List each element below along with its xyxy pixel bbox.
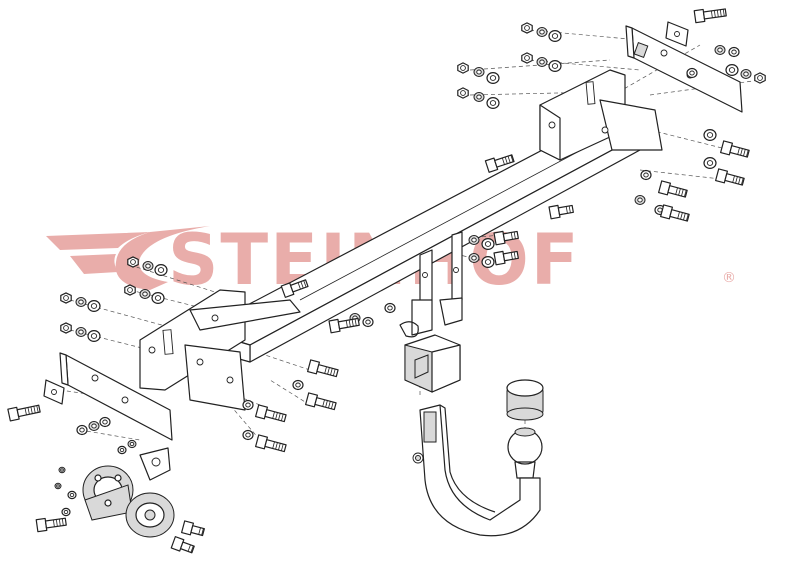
center-hanger-brackets [399,231,463,338]
socket-holder-bracket [139,447,171,481]
washer-hole [142,291,148,297]
hex-bolt [328,317,360,334]
washer-hole [157,267,165,273]
hex-bolt [484,154,515,173]
washer-hole [731,49,737,55]
hex-bolt [35,517,67,533]
washer-hole [145,263,151,269]
hex-nut-bore [524,25,530,31]
washer-hole [539,59,545,65]
hex-bolt [255,434,287,453]
left-square-washer [43,379,65,405]
hex-bolt [307,359,339,378]
hex-bolt [693,8,727,24]
hex-bolt [7,404,41,422]
washer-hole [90,333,98,339]
left-inner-plate [184,344,246,411]
detachable-receiver-housing [404,334,461,393]
watermark-registered-mark: ® [722,270,736,286]
hex-bolt [715,168,745,186]
hex-bolt [720,140,750,158]
fasteners-group [7,8,766,554]
washer-hole [90,303,98,309]
washer-hole [60,468,64,472]
right-side-bracket [539,69,663,161]
washer-hole [728,67,736,73]
hex-bolt [493,250,519,266]
hex-bolt [255,404,287,423]
tow-ball-neck [412,404,541,537]
washer-hole [743,71,749,77]
washer-hole [489,100,497,106]
hex-bolt [280,279,309,298]
washer-hole [717,47,723,53]
hex-nut-bore [460,90,466,96]
washer-hole [295,382,301,388]
hex-bolt [493,230,519,246]
washer-hole [706,160,714,166]
washer-hole [706,132,714,138]
hex-nut-bore [63,295,69,301]
washer-hole [119,447,125,453]
washer-hole [63,509,69,515]
hex-nut-bore [757,75,763,81]
washer-hole [551,63,559,69]
hex-bolt [305,392,337,411]
right-mounting-plate [625,25,743,113]
washer-hole [484,241,492,247]
washer-hole [69,492,75,498]
hex-bolt [181,520,205,537]
washer-hole [471,237,477,243]
hex-nut-bore [524,55,530,61]
washer-hole [637,197,643,203]
washer-hole [245,402,251,408]
socket-cover-cap [125,492,175,538]
hex-nut-bore [127,287,133,293]
tow-ball [507,427,543,479]
left-mounting-plate [59,352,173,441]
hex-bolt [658,180,688,198]
washer-hole [471,255,477,261]
hex-nut-bore [63,325,69,331]
washer-hole [484,259,492,265]
washer-hole [129,441,135,447]
washer-hole [102,419,108,425]
washer-hole [365,319,371,325]
washer-hole [387,305,393,311]
hex-nut-bore [130,259,136,265]
hex-bolt [548,204,574,220]
electrical-socket [82,465,134,521]
hex-bolt [170,536,195,554]
left-side-bracket [139,289,301,391]
washer-hole [643,172,649,178]
washer-hole [79,427,85,433]
washer-hole [476,69,482,75]
hex-nut-bore [460,65,466,71]
washer-hole [154,295,162,301]
washer-hole [91,423,97,429]
hex-bolt [660,204,690,222]
tow-ball-cap [506,379,544,421]
washer-hole [539,29,545,35]
right-square-washer [665,21,689,47]
washer-hole [476,94,482,100]
washer-hole [78,329,84,335]
washer-hole [551,33,559,39]
washer-hole [689,70,695,76]
washer-hole [78,299,84,305]
watermark-swoosh-logo [46,226,210,290]
washer-hole [489,75,497,81]
washer-hole [56,484,60,488]
washer-hole [245,432,251,438]
